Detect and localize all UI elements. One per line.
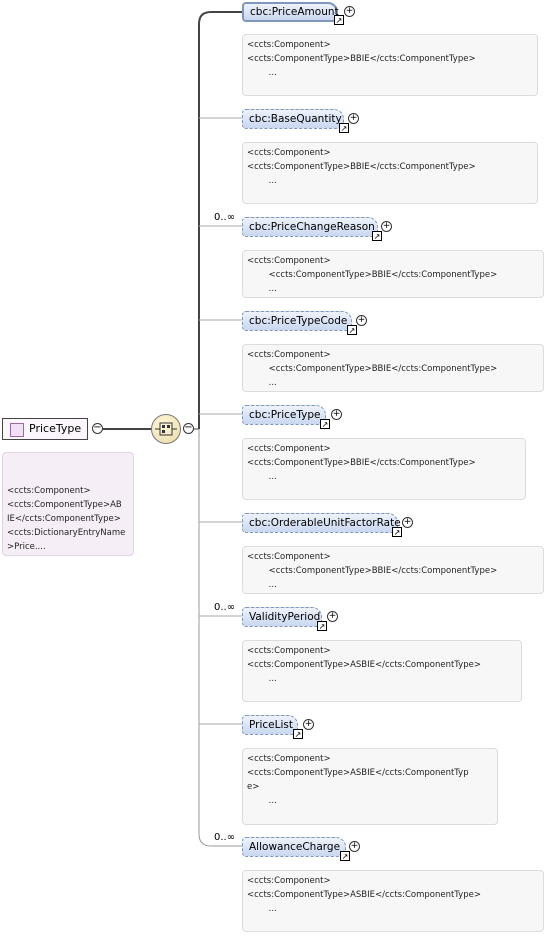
annotation-line: <ccts:Component>: [247, 646, 331, 656]
annotation-line: <ccts:Component>: [247, 350, 331, 360]
annotation-line: ...: [247, 904, 277, 914]
element-allowance-charge[interactable]: AllowanceCharge: [242, 837, 346, 857]
annotation-line: ...: [247, 580, 277, 590]
reference-arrow-icon: ↗: [320, 419, 330, 429]
occurrence-label: 0..∞: [214, 212, 236, 223]
element-price-list[interactable]: PriceList: [242, 715, 298, 735]
annotation-line: <ccts:ComponentType>ASBIE</ccts:Componen…: [247, 890, 481, 900]
annotation-line: <ccts:Component>: [247, 444, 331, 454]
annotation-line: <ccts:ComponentType>ASBIE</ccts:Componen…: [247, 768, 469, 778]
element-label: AllowanceCharge: [249, 841, 341, 853]
sequence-compositor-icon[interactable]: [151, 414, 181, 444]
occurrence-label: 0..∞: [214, 602, 236, 613]
element-price-change-reason[interactable]: cbc:PriceChangeReason: [242, 217, 378, 237]
annotation-line: >Price....: [7, 542, 46, 552]
minus-circle-icon[interactable]: −: [92, 422, 103, 434]
element-annotation: <ccts:Component> <ccts:ComponentType>ASBI…: [242, 748, 498, 825]
root-annotation: <ccts:Component> <ccts:ComponentType>AB IE…: [2, 452, 134, 556]
plus-circle-icon[interactable]: +: [348, 113, 359, 124]
annotation-line: <ccts:ComponentType>BBIE</ccts:Component…: [247, 458, 476, 468]
reference-arrow-icon: ↗: [317, 621, 327, 631]
plus-circle-icon[interactable]: +: [327, 611, 338, 622]
plus-circle-icon[interactable]: +: [303, 719, 314, 730]
annotation-line: ...: [247, 378, 277, 388]
element-label: cbc:PriceType: [249, 409, 321, 421]
element-label: cbc:PriceChangeReason: [249, 221, 375, 233]
plus-circle-icon[interactable]: +: [331, 409, 342, 420]
annotation-line: <ccts:Component>: [247, 876, 331, 886]
element-label: cbc:OrderableUnitFactorRate: [249, 517, 401, 529]
element-base-quantity[interactable]: cbc:BaseQuantity: [242, 109, 344, 129]
plus-circle-icon[interactable]: +: [402, 517, 413, 528]
element-annotation: <ccts:Component> <ccts:ComponentType>BBIE…: [242, 34, 538, 96]
annotation-line: <ccts:Component>: [247, 552, 331, 562]
complex-type-icon: [10, 423, 24, 437]
reference-arrow-icon: ↗: [372, 231, 382, 241]
root-element-label: PriceType: [29, 422, 82, 435]
element-annotation: <ccts:Component> <ccts:ComponentType>BBIE…: [242, 142, 538, 204]
annotation-line: <ccts:ComponentType>ASBIE</ccts:Componen…: [247, 660, 481, 670]
element-label: cbc:PriceTypeCode: [249, 315, 348, 327]
annotation-line: e>: [247, 782, 260, 792]
occurrence-label: 0..∞: [214, 832, 236, 843]
annotation-line: <ccts:ComponentType>BBIE</ccts:Component…: [247, 54, 476, 64]
annotation-line: <ccts:Component>: [7, 486, 91, 496]
element-label: PriceList: [249, 719, 293, 731]
element-annotation: <ccts:Component> <ccts:ComponentType>BBI…: [242, 344, 544, 392]
plus-circle-icon[interactable]: +: [381, 221, 392, 232]
annotation-line: ...: [247, 472, 277, 482]
plus-circle-icon[interactable]: +: [356, 315, 367, 326]
root-element-pricetype[interactable]: PriceType: [2, 418, 88, 440]
sequence-glyph: [155, 422, 177, 436]
plus-circle-icon[interactable]: +: [349, 841, 360, 852]
element-price-type[interactable]: cbc:PriceType: [242, 405, 326, 425]
annotation-line: ...: [247, 68, 277, 78]
element-validity-period[interactable]: ValidityPeriod: [242, 607, 322, 627]
annotation-line: <ccts:ComponentType>BBIE</ccts:Component…: [247, 162, 476, 172]
annotation-line: ...: [247, 796, 277, 806]
reference-arrow-icon: ↗: [340, 851, 350, 861]
reference-arrow-icon: ↗: [334, 15, 344, 25]
element-annotation: <ccts:Component> <ccts:ComponentType>ASBI…: [242, 640, 522, 702]
annotation-line: <ccts:ComponentType>BBIE</ccts:Component…: [247, 364, 498, 374]
annotation-line: <ccts:ComponentType>BBIE</ccts:Component…: [247, 270, 498, 280]
reference-arrow-icon: ↗: [293, 729, 303, 739]
minus-circle-icon[interactable]: −: [183, 422, 194, 434]
annotation-line: <ccts:DictionaryEntryName: [7, 528, 126, 538]
element-annotation: <ccts:Component> <ccts:ComponentType>BBI…: [242, 250, 544, 298]
element-annotation: <ccts:Component> <ccts:ComponentType>ASBI…: [242, 870, 544, 932]
annotation-line: ...: [247, 176, 277, 186]
element-orderable-unit-factor-rate[interactable]: cbc:OrderableUnitFactorRate: [242, 513, 401, 533]
annotation-line: <ccts:Component>: [247, 754, 331, 764]
reference-arrow-icon: ↗: [339, 123, 349, 133]
plus-circle-icon[interactable]: +: [344, 6, 355, 17]
annotation-line: <ccts:Component>: [247, 40, 331, 50]
annotation-line: ...: [247, 674, 277, 684]
element-price-type-code[interactable]: cbc:PriceTypeCode: [242, 311, 352, 331]
annotation-line: <ccts:Component>: [247, 256, 331, 266]
reference-arrow-icon: ↗: [347, 325, 357, 335]
element-price-amount[interactable]: cbc:PriceAmount: [242, 2, 339, 22]
element-label: cbc:BaseQuantity: [249, 113, 342, 125]
annotation-line: <ccts:Component>: [247, 148, 331, 158]
annotation-line: ...: [247, 284, 277, 294]
element-label: ValidityPeriod: [249, 611, 321, 623]
element-label: cbc:PriceAmount: [250, 6, 339, 18]
annotation-line: IE</ccts:ComponentType>: [7, 514, 121, 524]
reference-arrow-icon: ↗: [392, 527, 402, 537]
element-annotation: <ccts:Component> <ccts:ComponentType>BBIE…: [242, 438, 526, 500]
annotation-line: <ccts:ComponentType>BBIE</ccts:Component…: [247, 566, 498, 576]
element-annotation: <ccts:Component> <ccts:ComponentType>BBI…: [242, 546, 544, 594]
annotation-line: <ccts:ComponentType>AB: [7, 500, 122, 510]
